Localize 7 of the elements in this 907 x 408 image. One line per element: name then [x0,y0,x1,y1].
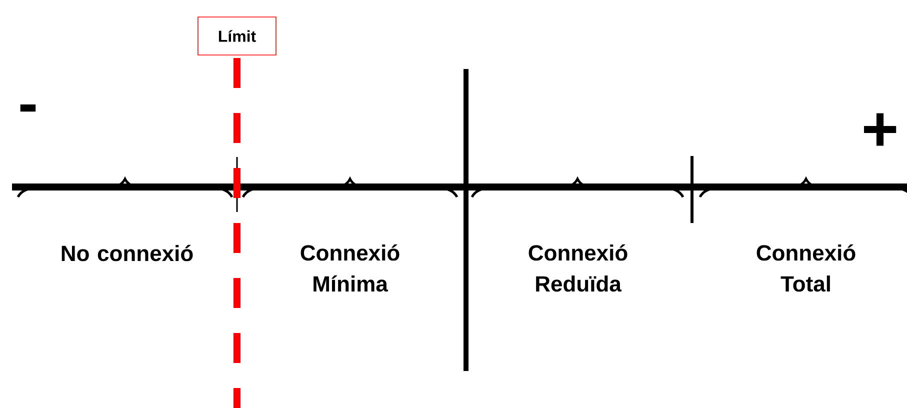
range-label: Connexió Total [756,244,856,292]
plus-sign: + [864,113,896,146]
range-label: Connexió Mínima [300,244,400,292]
range-label: Connexió Reduïda [528,244,628,292]
limit-box: Límit [198,16,276,56]
minus-sign: - [20,104,36,112]
range-label: No connexió [62,244,193,262]
